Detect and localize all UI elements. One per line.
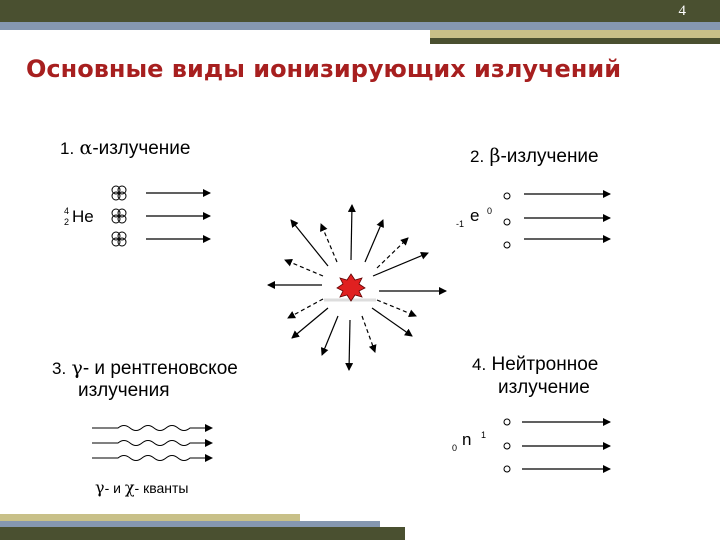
neutron-arrows xyxy=(522,418,611,473)
bottom-accent-blue xyxy=(0,521,380,527)
top-bar xyxy=(0,0,720,22)
neutron-label-line2: излучение xyxy=(498,377,590,398)
alpha-particles xyxy=(111,185,127,247)
burst-ray xyxy=(371,307,413,337)
electron-dot xyxy=(503,192,511,200)
burst-ray xyxy=(376,237,409,269)
quanta-caption: γ- и χ- кванты xyxy=(95,478,188,497)
neutron-dot xyxy=(503,442,511,450)
gamma-wave xyxy=(92,439,213,447)
beta-heading: 2. β-излучение xyxy=(470,145,599,168)
neutron-sup: 1 xyxy=(481,430,487,440)
gamma-wave xyxy=(92,424,213,432)
neutron-particles xyxy=(503,418,511,473)
beta-arrows xyxy=(524,190,611,243)
slide-title: Основные виды ионизирующих излучений xyxy=(26,55,622,83)
alpha-particle xyxy=(111,231,127,247)
neutron-num: 4. xyxy=(472,355,487,374)
beta-num: 2. xyxy=(470,147,485,166)
burst-ray xyxy=(320,223,338,263)
neutron-notation: 0 n 1 xyxy=(452,430,502,454)
neutron-dot xyxy=(503,418,511,426)
electron-sup: 0 xyxy=(487,206,493,216)
beta-symbol: β xyxy=(489,145,501,167)
electron-notation: -1 e 0 xyxy=(456,206,506,230)
burst-ray xyxy=(290,219,329,267)
electron-dot xyxy=(503,241,511,249)
source-burst xyxy=(267,204,447,371)
burst-ray xyxy=(287,298,324,319)
alpha-heading: 1. α-излучение xyxy=(60,137,190,160)
radiation-source xyxy=(336,273,366,302)
electron-sub: -1 xyxy=(456,219,465,229)
burst-ray xyxy=(284,259,324,277)
burst-ray xyxy=(361,315,377,353)
quanta-mid: - и xyxy=(104,480,125,496)
alpha-particle xyxy=(111,185,127,201)
burst-ray xyxy=(372,252,429,277)
electron-dot xyxy=(503,218,511,226)
helium-mass: 4 xyxy=(64,206,70,216)
burst-ray xyxy=(291,307,329,339)
gamma-symbol: γ xyxy=(71,357,83,379)
neutron-heading: 4. Нейтронное xyxy=(472,354,598,376)
quanta-end: - кванты xyxy=(134,480,189,496)
neutron-dot xyxy=(503,465,511,473)
burst-ray xyxy=(347,204,356,261)
quanta-chi: χ xyxy=(124,478,135,497)
alpha-symbol: α xyxy=(79,137,93,159)
burst-ray xyxy=(364,219,384,263)
alpha-arrows xyxy=(146,189,211,243)
beta-label: -излучение xyxy=(500,146,599,167)
beta-particles xyxy=(503,192,511,249)
electron-symbol: e xyxy=(470,206,480,225)
alpha-num: 1. xyxy=(60,139,75,158)
burst-ray xyxy=(345,319,354,371)
top-accent-gold xyxy=(430,30,720,38)
burst-ray xyxy=(320,315,339,356)
neutron-label-line1: Нейтронное xyxy=(491,354,599,375)
gamma-label-line2: излучения xyxy=(78,380,170,401)
top-accent-dark xyxy=(430,38,720,44)
gamma-num: 3. xyxy=(52,359,67,378)
helium-symbol: He xyxy=(72,207,94,226)
bottom-accent-gold xyxy=(0,514,300,521)
gamma-label-line1: - и рентгеновское xyxy=(82,358,238,379)
neutron-symbol: n xyxy=(462,430,472,449)
gamma-heading: 3. γ- и рентгеновское xyxy=(52,357,238,380)
bottom-accent-dark xyxy=(0,527,405,540)
gamma-waves xyxy=(92,424,213,462)
quanta-gamma: γ xyxy=(95,478,105,497)
alpha-label: -излучение xyxy=(92,138,191,159)
neutron-sub: 0 xyxy=(452,443,458,453)
alpha-particle xyxy=(111,208,127,224)
top-accent-blue xyxy=(0,22,720,30)
burst-ray xyxy=(376,299,417,318)
slide-number: 4 xyxy=(678,3,687,19)
gamma-wave xyxy=(92,454,213,462)
helium-charge: 2 xyxy=(64,217,70,227)
